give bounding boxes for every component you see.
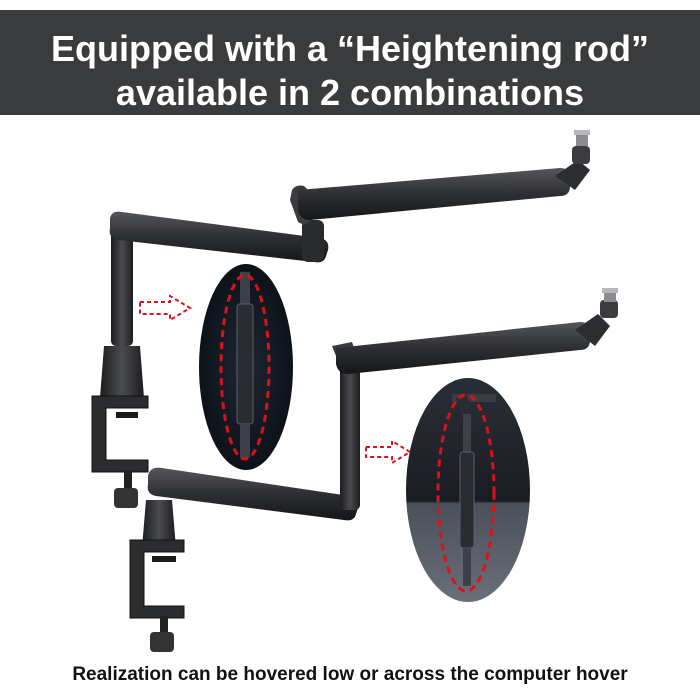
rod-detail-zoom-1	[199, 264, 293, 470]
title-banner: Equipped with a “Heightening rod” availa…	[0, 10, 700, 115]
short-boom-arm	[129, 288, 618, 652]
arrow-right-icon	[139, 294, 192, 322]
tall-boom-arm	[91, 130, 590, 508]
banner-title-line-1: Equipped with a “Heightening rod”	[51, 28, 649, 69]
product-illustration	[91, 130, 618, 652]
arrow-right-icon	[365, 439, 412, 465]
banner-title-line-2: available in 2 combinations	[115, 72, 585, 113]
caption: Realization can be hovered low or across…	[72, 664, 628, 685]
rod-detail-zoom-2	[406, 378, 530, 602]
